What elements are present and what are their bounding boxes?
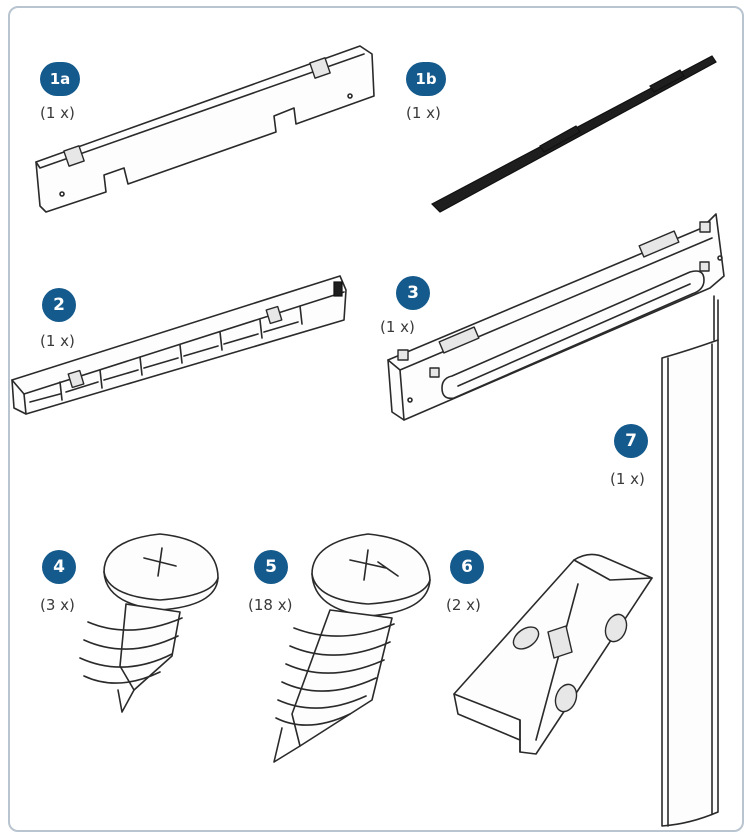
part-1b-drawing [431,55,717,213]
part-qty-5: (18 x) [248,596,293,614]
part-qty-3: (1 x) [380,318,415,336]
part-label-1b: 1b [406,62,446,96]
part-label-6: 6 [450,550,484,584]
part-qty-6: (2 x) [446,596,481,614]
part-label-4: 4 [42,550,76,584]
part-label-5: 5 [254,550,288,584]
part-7-drawing [661,295,719,827]
part-qty-4: (3 x) [40,596,75,614]
part-label-1a: 1a [40,62,80,96]
part-label-3: 3 [396,276,430,310]
part-qty-1a: (1 x) [40,104,75,122]
part-qty-2: (1 x) [40,332,75,350]
part-label-2: 2 [42,288,76,322]
part-qty-7: (1 x) [610,470,645,488]
part-4-drawing [79,533,219,713]
part-qty-1b: (1 x) [406,104,441,122]
part-2-drawing [11,275,347,415]
part-label-7: 7 [614,424,648,458]
part-3-drawing [387,213,725,421]
part-5-drawing [273,533,431,763]
part-6-drawing [453,553,653,755]
part-1a-drawing [35,45,375,213]
